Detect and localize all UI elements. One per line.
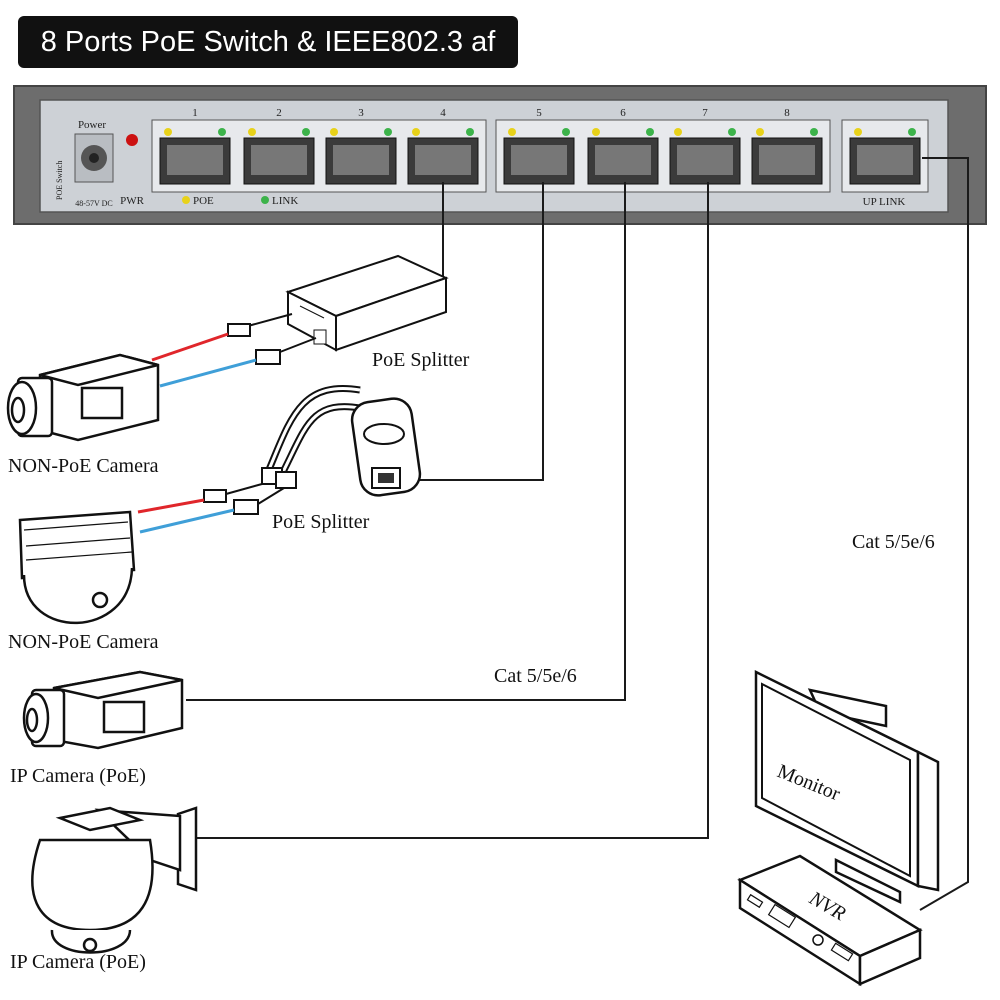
nvr: [737, 854, 923, 987]
uplink-label: UP LINK: [863, 196, 906, 208]
monitor: [754, 669, 940, 904]
port-5-number: 5: [536, 107, 542, 119]
port-4-number: 4: [440, 107, 446, 119]
pwr-label: PWR: [120, 195, 145, 207]
port-2-number: 2: [276, 107, 282, 119]
red-power-wire-1: [151, 332, 229, 362]
non-poe-camera-1-label: NON-PoE Camera: [8, 455, 159, 477]
cable-port7: [196, 182, 709, 839]
rj45-plug-2: [233, 499, 259, 515]
port-1: 1: [159, 107, 231, 185]
poe-splitter-2-label: PoE Splitter: [272, 511, 370, 533]
box-camera-1: [6, 353, 160, 442]
port-7-poe-led: [674, 128, 682, 136]
port-7-link-led: [728, 128, 736, 136]
cable-label-1: Cat 5/5e/6: [494, 665, 577, 687]
ip-camera-2-label: IP Camera (PoE): [10, 951, 146, 973]
port-2-link-led: [302, 128, 310, 136]
dc-plug-2: [203, 489, 227, 503]
cable-port6: [186, 182, 626, 701]
uplink-port: [849, 128, 921, 185]
port-1-link-led: [218, 128, 226, 136]
port-7: 7: [669, 107, 741, 185]
non-poe-camera-2-label: NON-PoE Camera: [8, 631, 159, 653]
poe-legend-led: [182, 196, 190, 204]
port-5: 5: [503, 107, 575, 185]
port-2: 2: [243, 107, 315, 185]
link-legend-label: LINK: [272, 195, 298, 207]
cable-port5: [416, 182, 544, 481]
poe-splitter-box: [285, 254, 449, 352]
dome-camera: [18, 510, 136, 625]
port-1-poe-led: [164, 128, 172, 136]
pwr-led: [126, 134, 138, 146]
port-3-poe-led: [330, 128, 338, 136]
link-legend-led: [261, 196, 269, 204]
blue-data-wire-2: [139, 508, 235, 534]
red-power-wire-2: [137, 498, 205, 514]
poe-switch-label: POE Switch: [55, 161, 64, 200]
poe-splitter-cable: [261, 385, 422, 497]
title-banner: 8 Ports PoE Switch & IEEE802.3 af: [18, 16, 518, 68]
port-4-link-led: [466, 128, 474, 136]
ptz-camera: [31, 806, 198, 954]
port-8-link-led: [810, 128, 818, 136]
port-8-poe-led: [756, 128, 764, 136]
port-6: 6: [587, 107, 659, 185]
dc-plug-1: [227, 323, 251, 337]
port-1-number: 1: [192, 107, 198, 119]
port-5-poe-led: [508, 128, 516, 136]
port-3-link-led: [384, 128, 392, 136]
ip-camera-1-label: IP Camera (PoE): [10, 765, 146, 787]
port-6-link-led: [646, 128, 654, 136]
cables: [186, 157, 969, 911]
port-8: 8: [751, 107, 823, 185]
port-6-number: 6: [620, 107, 626, 119]
cable-uplink: [919, 157, 969, 911]
port-3-number: 3: [358, 107, 364, 119]
cable-label-2: Cat 5/5e/6: [852, 531, 935, 553]
rj45-plug-1: [255, 349, 281, 365]
port-3: 3: [325, 107, 397, 185]
port-6-poe-led: [592, 128, 600, 136]
port-2-poe-led: [248, 128, 256, 136]
diagram-title: 8 Ports PoE Switch & IEEE802.3 af: [40, 26, 496, 58]
poe-legend-label: POE: [193, 195, 214, 207]
power-label: Power: [78, 119, 106, 131]
port-4-poe-led: [412, 128, 420, 136]
port-4: 4: [407, 107, 479, 185]
rj45-ports: 1 2 3 4 5 6 7 8: [159, 107, 823, 185]
blue-data-wire-1: [159, 358, 257, 388]
box-camera-2: [22, 670, 184, 750]
port-7-number: 7: [702, 107, 708, 119]
port-8-number: 8: [784, 107, 790, 119]
poe-splitter-1-label: PoE Splitter: [372, 349, 470, 371]
dc-label: 48-57V DC: [75, 199, 112, 208]
port-5-link-led: [562, 128, 570, 136]
